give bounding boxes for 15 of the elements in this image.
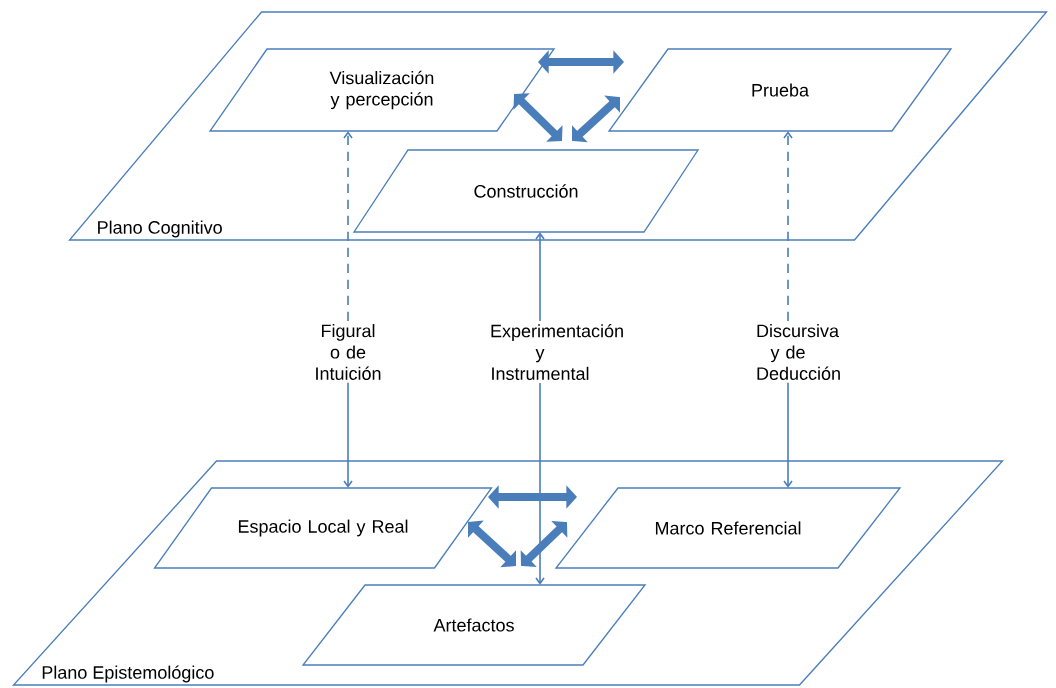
arrow [535, 232, 545, 322]
connector-label: Figural o de Intuición [316, 324, 381, 380]
double-arrow [538, 50, 624, 74]
arrow [783, 382, 793, 488]
arrow [783, 131, 793, 322]
parallelogram-box: Espacio Local y Real [153, 487, 493, 569]
arrow [343, 131, 353, 322]
double-arrow [513, 93, 563, 142]
double-arrow [488, 485, 577, 509]
connector-label: Experimentación y Instrumental [491, 323, 623, 381]
arrow [343, 382, 353, 488]
arrow [535, 382, 545, 585]
connector-label: Discursiva y de Deducción [757, 324, 840, 380]
double-arrow [520, 520, 568, 568]
double-arrow [468, 520, 516, 568]
